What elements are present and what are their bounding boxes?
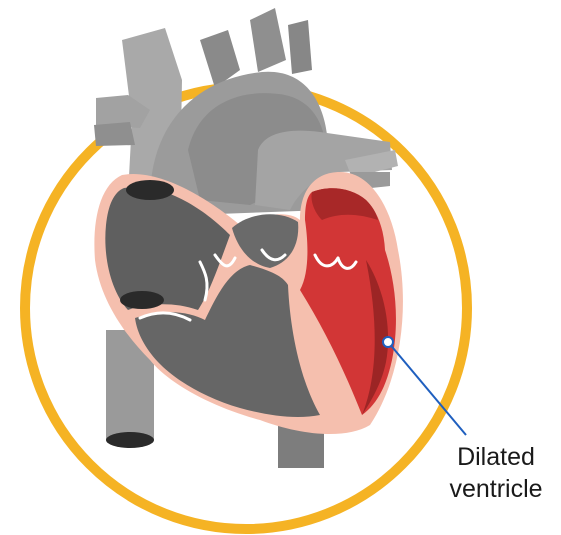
callout-label-line1: Dilated [436,441,556,473]
callout-label-line2: ventricle [436,473,556,505]
callout-label: Dilated ventricle [436,441,556,505]
